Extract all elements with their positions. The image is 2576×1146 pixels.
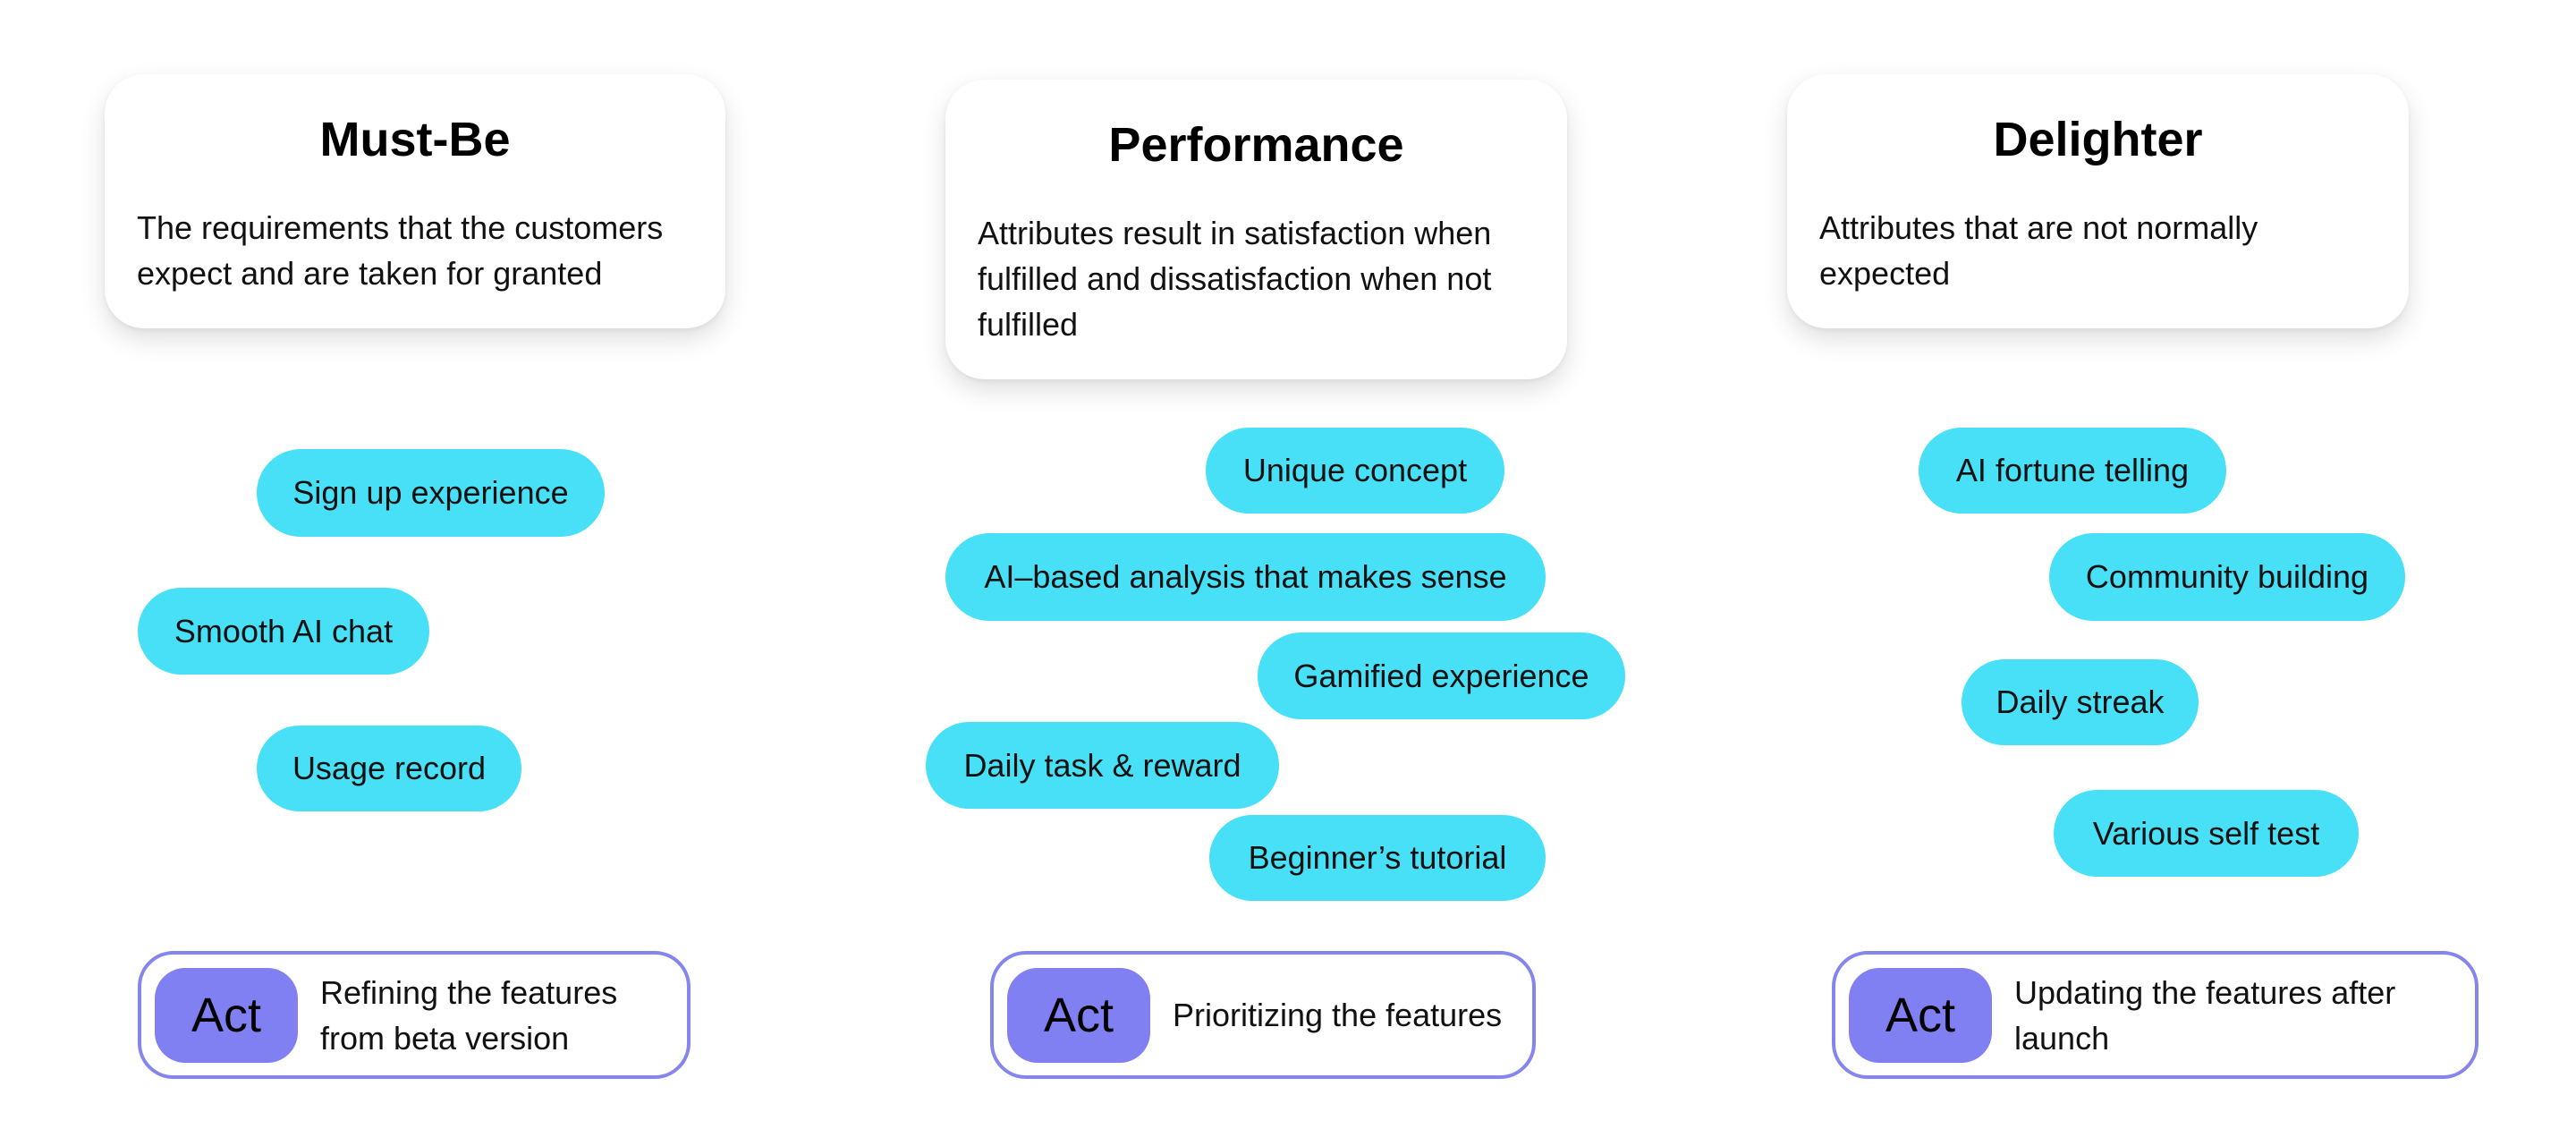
feature-pill[interactable]: Community building xyxy=(2049,533,2405,621)
category-description: The requirements that the customers expe… xyxy=(137,209,664,292)
category-title: Delighter xyxy=(1993,113,2203,166)
feature-pill[interactable]: Daily task & reward xyxy=(926,722,1279,809)
feature-pill[interactable]: Sign up experience xyxy=(257,449,605,537)
act-tag: Act xyxy=(1007,968,1150,1063)
feature-pill[interactable]: AI–based analysis that makes sense xyxy=(945,533,1546,621)
feature-pill[interactable]: Unique concept xyxy=(1206,428,1504,514)
feature-pill[interactable]: AI fortune telling xyxy=(1919,428,2226,514)
act-box-delighter: Act Updating the features after launch xyxy=(1832,951,2479,1079)
feature-pill[interactable]: Various self test xyxy=(2054,790,2359,877)
act-text: Updating the features after launch xyxy=(2014,973,2396,1057)
category-title: Must-Be xyxy=(319,113,511,166)
category-card-performance: Performance Attributes result in satisfa… xyxy=(945,80,1567,379)
act-text: Prioritizing the features xyxy=(1173,997,1503,1033)
act-tag: Act xyxy=(1849,968,1992,1063)
category-title: Performance xyxy=(1108,118,1404,172)
act-box-performance: Act Prioritizing the features xyxy=(990,951,1536,1079)
feature-pill[interactable]: Gamified experience xyxy=(1258,632,1625,719)
feature-pill[interactable]: Smooth AI chat xyxy=(138,588,429,675)
category-card-delighter: Delighter Attributes that are not normal… xyxy=(1787,74,2409,328)
act-tag: Act xyxy=(155,968,298,1063)
feature-pill[interactable]: Beginner’s tutorial xyxy=(1209,815,1546,901)
category-description: Attributes result in satisfaction when f… xyxy=(978,215,1492,343)
feature-pill[interactable]: Usage record xyxy=(257,726,521,811)
category-description: Attributes that are not normally expecte… xyxy=(1819,209,2258,292)
act-box-must-be: Act Refining the features from beta vers… xyxy=(138,951,691,1079)
feature-pill[interactable]: Daily streak xyxy=(1962,659,2199,745)
category-card-must-be: Must-Be The requirements that the custom… xyxy=(105,74,725,328)
act-text: Refining the features from beta version xyxy=(320,973,618,1057)
